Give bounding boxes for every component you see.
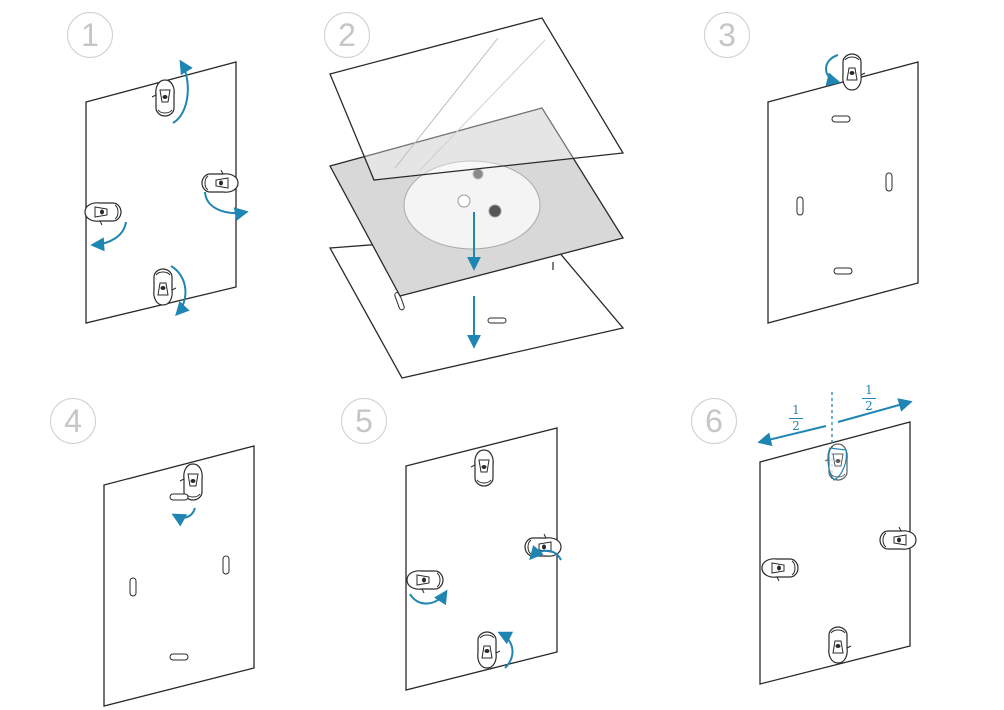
fraction-bar	[862, 398, 876, 399]
step-6-panel	[757, 392, 917, 685]
step-4-panel	[103, 445, 255, 707]
step-number-6: 6	[691, 398, 737, 444]
step-number-5: 5	[341, 398, 387, 444]
step-5-panel	[405, 427, 562, 691]
half-measure-left-label: 1 2	[786, 404, 806, 433]
step-1-panel	[84, 59, 249, 324]
step-2-panel	[328, 17, 625, 379]
step-3-panel	[767, 53, 919, 324]
step-number-2: 2	[324, 12, 370, 58]
fraction-bar	[789, 418, 803, 419]
step-number-4: 4	[50, 398, 96, 444]
fraction-denominator: 2	[792, 419, 800, 433]
fraction-numerator: 1	[865, 383, 873, 397]
half-measure-right-label: 1 2	[859, 384, 879, 413]
fraction-numerator: 1	[792, 403, 800, 417]
fraction-denominator: 2	[865, 399, 873, 413]
step-number-1: 1	[67, 12, 113, 58]
step-number-3: 3	[704, 12, 750, 58]
